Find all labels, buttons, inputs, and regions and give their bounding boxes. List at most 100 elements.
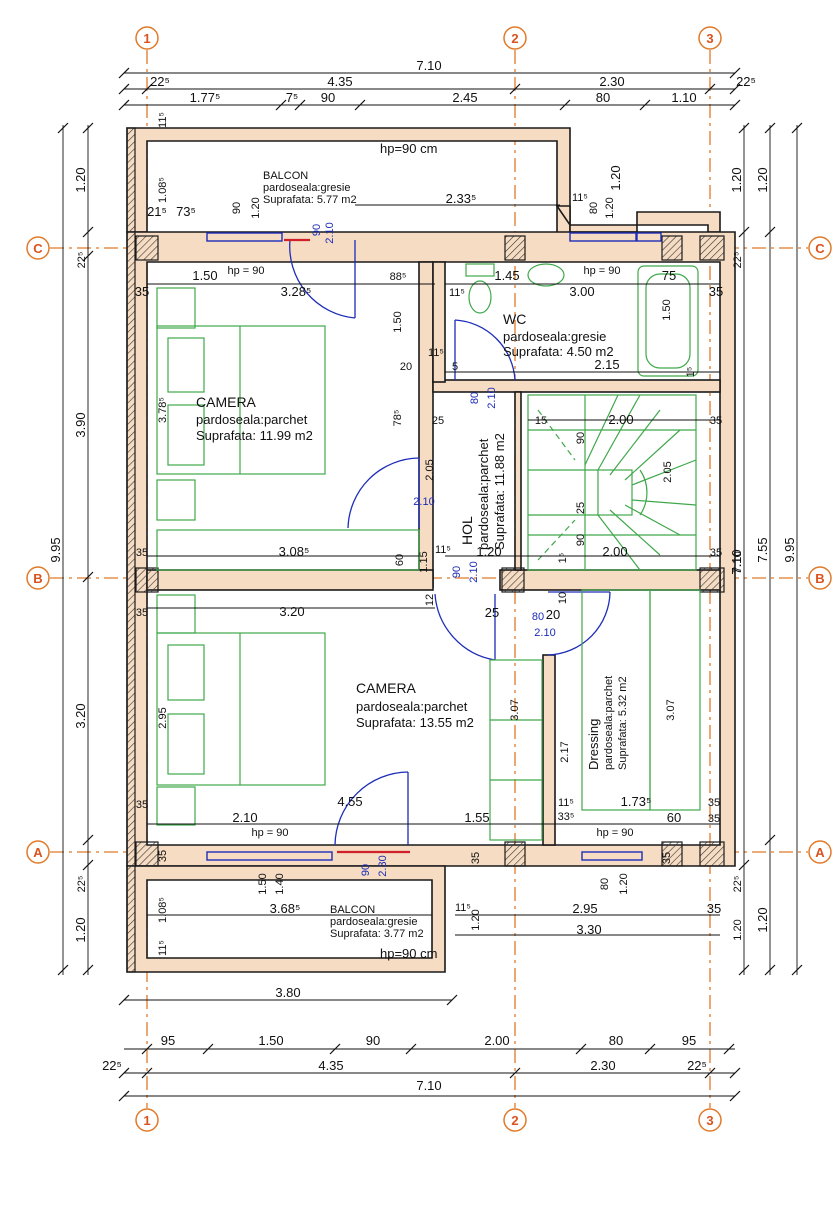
dim-left-seg-1: 22⁵ [76, 252, 88, 269]
dim-label: 1.50 [392, 311, 404, 332]
axis-bubble-3-bottom: 3 [698, 1108, 722, 1132]
dim-label: 1.20 [732, 919, 744, 940]
dim-label: 90 [231, 202, 243, 214]
dim-label: 2.10 [324, 222, 336, 243]
dim-right-seg-2: 7.10 [729, 549, 744, 574]
axis-label: 3 [706, 31, 713, 46]
dim-label: 3.08⁵ [279, 544, 310, 559]
axis-bubble-b-right: B [808, 566, 832, 590]
axis-label: 2 [511, 1113, 518, 1128]
axis-bubble-b-left: B [26, 566, 50, 590]
dim-label: 2.05 [424, 459, 436, 480]
room-area: Suprafata: 5.32 m2 [617, 676, 629, 770]
dim-left-outer: 9.95 [48, 537, 63, 562]
dim-label: hp = 90 [596, 827, 633, 839]
room-wc: WC pardoseala:gresie Suprafata: 4.50 m2 [503, 311, 614, 359]
dim-label: 73⁵ [176, 204, 196, 219]
windows [206, 232, 662, 861]
dim-label: 35 [710, 547, 722, 559]
dim-bottom-row1-3: 2.00 [484, 1033, 509, 1048]
room-balcon-top: BALCON pardoseala:gresie Suprafata: 5.77… [263, 141, 437, 206]
dim-bottom-row1-4: 80 [609, 1033, 623, 1048]
axis-bubble-a-left: A [26, 840, 50, 864]
room-floor: pardoseala:gresie [503, 329, 606, 344]
room-floor: pardoseala:parchet [603, 676, 615, 770]
dim-top-row3-4: 80 [596, 90, 610, 105]
dim-bottom-row2-3: 22⁵ [687, 1058, 707, 1073]
dim-label: 11⁵ [435, 544, 451, 556]
dim-label: 35 [708, 797, 720, 809]
dim-label: 20 [546, 607, 560, 622]
dim-label: 1.55 [464, 810, 489, 825]
room-camera-top: CAMERA pardoseala:parchet Suprafata: 11.… [196, 394, 313, 443]
dim-right-inner-top: 1.20 [755, 167, 770, 192]
dim-label: 2.00 [602, 544, 627, 559]
dim-label: 11⁵ [449, 287, 465, 299]
room-area: Suprafata: 5.77 m2 [263, 194, 357, 206]
dim-label: hp = 90 [251, 827, 288, 839]
dim-label: 3.78⁵ [157, 397, 169, 423]
axis-label: 3 [706, 1113, 713, 1128]
dim-top-row2-3: 22⁵ [736, 74, 756, 89]
dim-top-row3-3: 2.45 [452, 90, 477, 105]
dim-top-row3-5: 1.10 [671, 90, 696, 105]
axis-label: B [815, 571, 824, 586]
dim-label: 60 [667, 810, 681, 825]
dim-left-seg-5: 1.20 [73, 917, 88, 942]
dim-label: 1.40 [274, 873, 286, 894]
dim-bottom-row2-0: 22⁵ [102, 1058, 122, 1073]
dim-label: 35 [707, 901, 721, 916]
room-floor: pardoseala:gresie [263, 182, 350, 194]
dim-label: 80 [532, 611, 544, 623]
dim-label: hp = 90 [227, 265, 264, 277]
dim-label: 1.45 [494, 268, 519, 283]
room-name: WC [503, 311, 526, 327]
dim-label: 11⁵ [157, 940, 169, 956]
dim-label: 90 [575, 534, 587, 546]
dim-label: 11⁵ [428, 347, 444, 359]
bottom-dimensions: 3.80 95 1.50 90 2.00 80 95 22⁵ 4.35 2.30… [102, 985, 707, 1093]
dim-label: 88⁵ [390, 271, 407, 283]
dim-label: 2.95 [572, 901, 597, 916]
room-floor: pardoseala:gresie [330, 916, 417, 928]
dim-label: 3.28⁵ [281, 284, 312, 299]
axis-bubble-c-right: C [808, 236, 832, 260]
left-dimensions: 9.95 1.20 22⁵ 3.90 3.20 22⁵ 1.20 [48, 167, 88, 942]
dim-right-seg-1: 22⁵ [732, 252, 744, 269]
dim-left-seg-0: 1.20 [73, 167, 88, 192]
dim-label: 3.07 [509, 699, 521, 720]
dim-label: 3.00 [569, 284, 594, 299]
dim-label: 25 [485, 605, 499, 620]
dim-label: 20 [400, 361, 412, 373]
room-area: Suprafata: 4.50 m2 [503, 344, 614, 359]
axis-bubble-1-top: 1 [135, 26, 159, 50]
dim-label: 1.20 [618, 873, 630, 894]
dim-label: 90 [575, 432, 587, 444]
axis-label: A [33, 845, 43, 860]
room-floor: pardoseala:parchet [356, 699, 468, 714]
columns [126, 127, 725, 973]
axis-label: C [815, 241, 825, 256]
axis-bubble-3-top: 3 [698, 26, 722, 50]
dim-label: 1.15 [418, 551, 430, 572]
dim-label: 3.30 [576, 922, 601, 937]
room-dressing: Dressing pardoseala:parchet Suprafata: 5… [586, 676, 629, 770]
dim-label: 35 [709, 284, 723, 299]
dim-label: 12 [424, 594, 436, 606]
room-hp: hp=90 cm [380, 946, 437, 961]
furniture [156, 263, 701, 841]
axis-label: 1 [143, 31, 150, 46]
dim-label: 1⁵ [685, 367, 697, 378]
dim-top-row2-1: 4.35 [327, 74, 352, 89]
door-marks [284, 238, 410, 854]
dim-label: 1.50 [661, 299, 673, 320]
room-name: BALCON [330, 904, 375, 916]
dim-label: hp = 90 [583, 265, 620, 277]
room-camera-bottom: CAMERA pardoseala:parchet Suprafata: 13.… [356, 680, 474, 730]
room-name: CAMERA [196, 394, 257, 410]
dim-right-seg-3: 22⁵ [732, 876, 744, 893]
dim-bottom-row1-5: 95 [682, 1033, 696, 1048]
dim-label: 15 [535, 415, 547, 427]
dim-bottom-row2-2: 2.30 [590, 1058, 615, 1073]
